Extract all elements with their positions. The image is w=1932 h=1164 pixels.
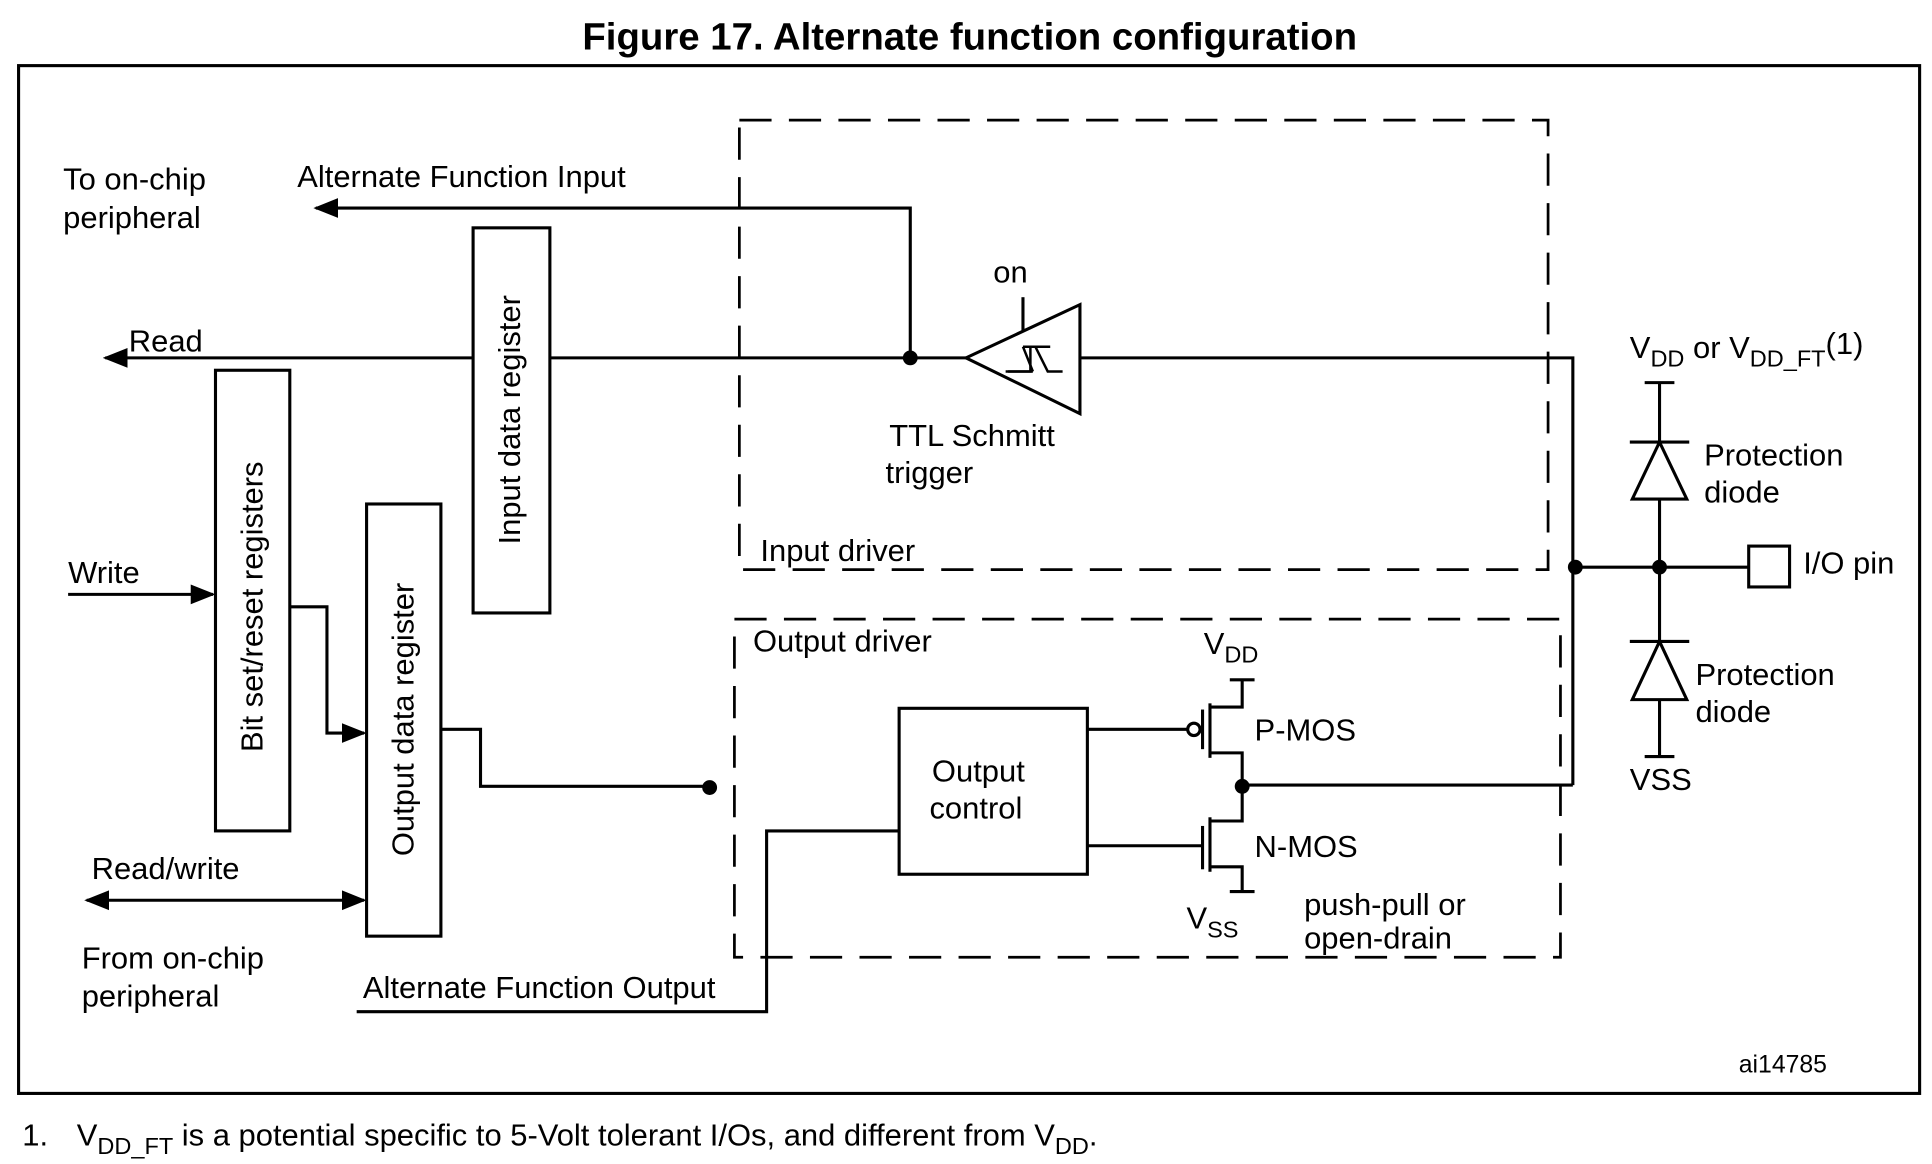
upper-protection-diode [1629,381,1690,642]
protection-diode-label-1: Protection [1704,438,1843,473]
read-write-label: Read/write [92,851,240,886]
alt-func-input-label: Alternate Function Input [297,159,626,194]
to-onchip-label-1: To on-chip [63,161,206,196]
alt-func-input-wire [313,198,912,358]
nmos-label: N-MOS [1255,829,1358,864]
on-label: on [993,254,1027,289]
input-data-register [471,226,552,615]
io-pin-square [1747,544,1792,589]
bit-set-reset-registers-label: Bit set/reset registers [235,461,270,752]
push-pull-label-1: push-pull or [1304,887,1466,922]
lower-protection-diode [1629,637,1690,759]
from-onchip-label-2: peripheral [82,979,220,1014]
output-data-register-label: Output data register [386,583,421,856]
bitset-to-odr-wire [289,605,367,743]
ttl-label-1: TTL Schmitt [889,418,1055,453]
vdd-label: VDD [1204,626,1259,668]
output-driver-label: Output driver [753,623,932,658]
output-control-block [897,706,1089,876]
nmos-transistor [1087,817,1255,894]
protection-diode-label-4: diode [1695,694,1771,729]
junction-dot [1567,559,1583,575]
ttl-label-2: trigger [885,455,973,490]
to-onchip-label-2: peripheral [63,200,201,235]
push-pull-label-2: open-drain [1304,921,1452,956]
protection-diode-label-2: diode [1704,475,1780,510]
output-data-register [365,502,443,938]
junction-dot [702,780,718,795]
write-label: Write [68,555,140,590]
pmos-transistor [1087,678,1255,823]
alt-func-output-label: Alternate Function Output [363,970,716,1005]
output-driver-box [733,617,1562,959]
input-driver-label: Input driver [760,533,915,568]
pin-to-schmitt-wire [1079,356,1575,786]
vdd-or-vddft-label: VDD or VDD_FT(1) [1630,326,1864,371]
figure-frame [17,64,1922,1095]
odr-output-wire [440,727,710,788]
figure-title: Figure 17. Alternate function configurat… [582,16,1357,59]
input-data-register-label: Input data register [492,295,527,544]
bit-set-reset-registers [213,368,292,833]
vss-label: VSS [1186,901,1238,943]
junction-dot [902,350,918,366]
output-control-label-1: Output [932,753,1025,788]
hysteresis-glyph [1008,345,1063,373]
figure-id: ai14785 [1739,1051,1827,1078]
input-driver-box [737,118,1550,571]
footnote: 1.VDD_FT is a potential specific to 5-Vo… [22,1117,1097,1159]
vss-rail-label: VSS [1630,762,1692,797]
read-label: Read [129,324,203,359]
alt-func-output-wire [356,829,900,1014]
from-onchip-label-1: From on-chip [82,940,264,975]
junction-dot [1234,778,1250,794]
io-pin-label: I/O pin [1803,545,1894,580]
output-control-label-2: control [929,791,1022,826]
pmos-label: P-MOS [1255,713,1356,748]
protection-diode-label-3: Protection [1695,657,1834,692]
